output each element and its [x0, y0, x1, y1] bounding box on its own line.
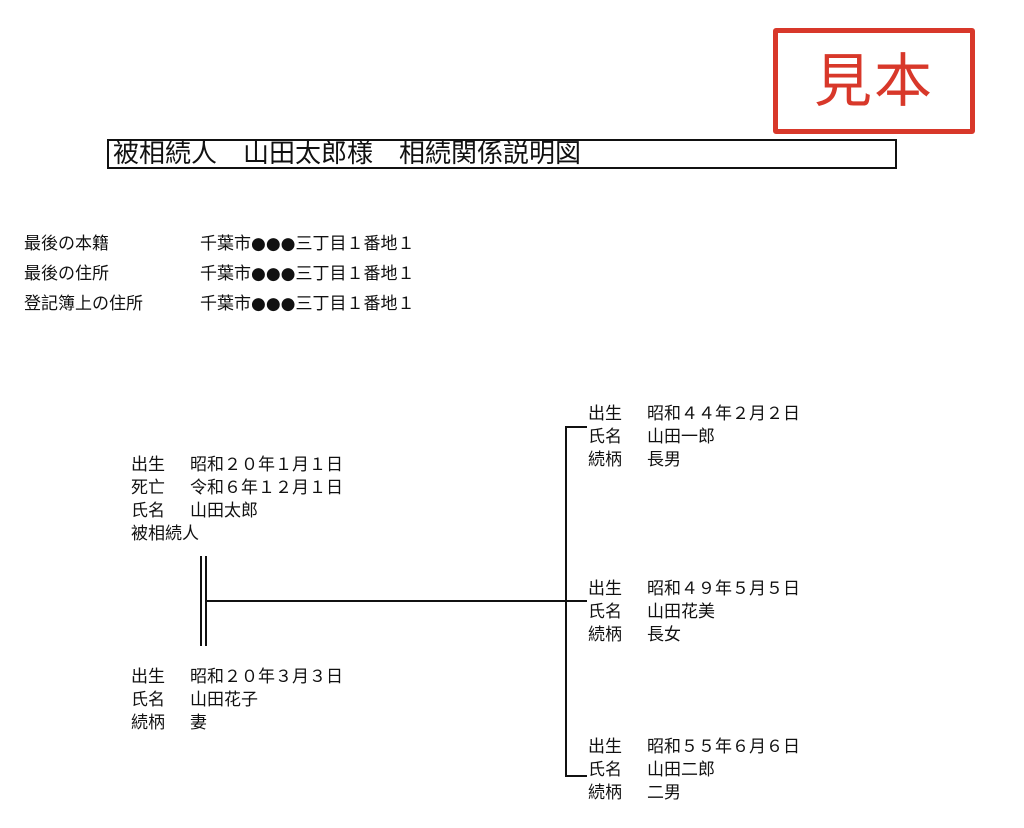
- person-name: 山田花子: [190, 690, 258, 710]
- birth-label: 出生: [588, 737, 622, 757]
- relation: 二男: [647, 783, 681, 803]
- child-branch-line: [565, 426, 587, 428]
- domicile-section: 最後の本籍千葉市●●●三丁目１番地１ 最後の住所千葉市●●●三丁目１番地１ 登記…: [24, 229, 415, 319]
- person-name: 山田一郎: [647, 427, 715, 447]
- child-branch-line: [565, 775, 587, 777]
- name-label: 氏名: [588, 427, 622, 447]
- birth-date: 昭和２０年３月３日: [190, 667, 343, 687]
- relation: 長女: [647, 625, 681, 645]
- relation-label: 続柄: [588, 625, 622, 645]
- domicile-value: 千葉市●●●三丁目１番地１: [200, 264, 415, 284]
- domicile-label: 最後の住所: [24, 264, 109, 284]
- relation: 妻: [190, 713, 207, 733]
- child-block: 出生 昭和４９年５月５日 氏名 山田花美 続柄 長女: [588, 578, 800, 647]
- birth-label: 出生: [131, 667, 165, 687]
- domicile-value: 千葉市●●●三丁目１番地１: [200, 234, 415, 254]
- death-label: 死亡: [131, 478, 165, 498]
- decedent-block: 出生 昭和２０年１月１日 死亡 令和６年１２月１日 氏名 山田太郎 被相続人: [131, 454, 343, 546]
- person-name: 山田花美: [647, 602, 715, 622]
- domicile-row-honseki: 最後の本籍 千葉市●●●三丁目１番地１: [24, 229, 415, 259]
- decedent-role: 被相続人: [131, 524, 199, 544]
- name-label: 氏名: [588, 602, 622, 622]
- birth-date: 昭和５５年６月６日: [647, 737, 800, 757]
- name-label: 氏名: [131, 501, 165, 521]
- birth-label: 出生: [588, 404, 622, 424]
- domicile-label: 最後の本籍: [24, 234, 109, 254]
- sample-stamp: 見本: [773, 28, 975, 134]
- child-branch-line: [565, 600, 587, 602]
- person-name: 山田二郎: [647, 760, 715, 780]
- descent-line: [207, 600, 566, 602]
- person-name: 山田太郎: [190, 501, 258, 521]
- marriage-line-right: [205, 556, 207, 646]
- marriage-line-left: [200, 556, 202, 646]
- domicile-row-registry: 登記簿上の住所 千葉市●●●三丁目１番地１: [24, 289, 415, 319]
- birth-label: 出生: [588, 579, 622, 599]
- relation-label: 続柄: [131, 713, 165, 733]
- domicile-row-address: 最後の住所 千葉市●●●三丁目１番地１: [24, 259, 415, 289]
- child-block: 出生 昭和５５年６月６日 氏名 山田二郎 続柄 二男: [588, 736, 800, 805]
- spouse-block: 出生 昭和２０年３月３日 氏名 山田花子 続柄 妻: [131, 666, 343, 735]
- death-date: 令和６年１２月１日: [190, 478, 343, 498]
- birth-date: 昭和４９年５月５日: [647, 579, 800, 599]
- relation-label: 続柄: [588, 450, 622, 470]
- domicile-label: 登記簿上の住所: [24, 294, 143, 314]
- name-label: 氏名: [588, 760, 622, 780]
- document-title: 被相続人 山田太郎様 相続関係説明図: [107, 139, 897, 169]
- relation-label: 続柄: [588, 783, 622, 803]
- name-label: 氏名: [131, 690, 165, 710]
- domicile-value: 千葉市●●●三丁目１番地１: [200, 294, 415, 314]
- birth-date: 昭和２０年１月１日: [190, 455, 343, 475]
- birth-date: 昭和４４年２月２日: [647, 404, 800, 424]
- child-block: 出生 昭和４４年２月２日 氏名 山田一郎 続柄 長男: [588, 403, 800, 472]
- relation: 長男: [647, 450, 681, 470]
- birth-label: 出生: [131, 455, 165, 475]
